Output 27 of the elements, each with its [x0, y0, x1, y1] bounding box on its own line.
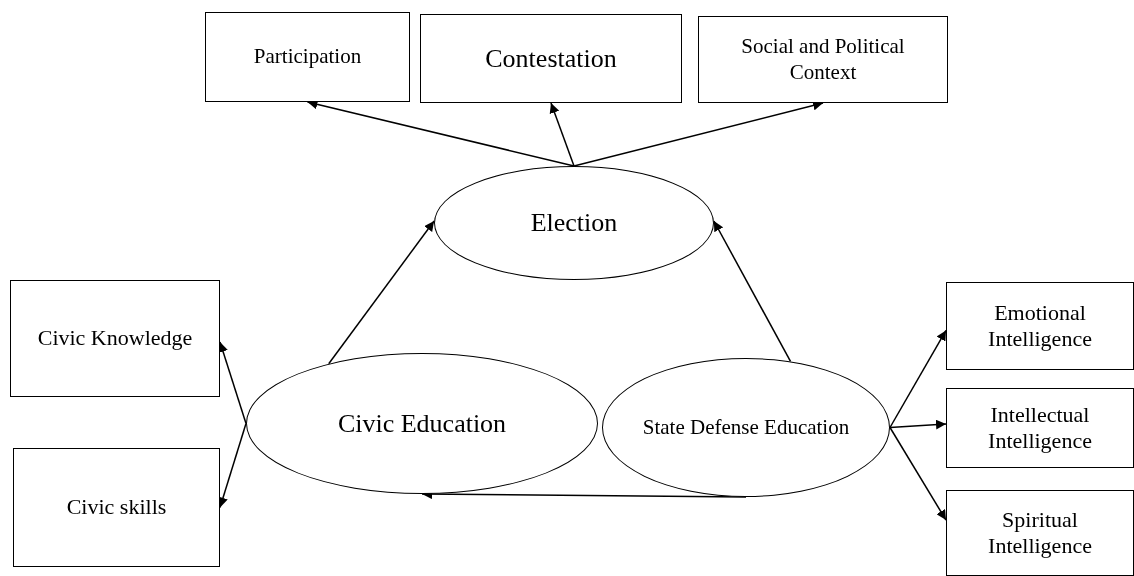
node-label: Civic Education — [337, 407, 507, 440]
node-label: Civic Knowledge — [37, 325, 193, 352]
arrow — [549, 102, 575, 167]
node-label: Emotional Intelligence — [987, 299, 1093, 353]
node-label: Contestation — [485, 42, 617, 75]
box-node — [10, 280, 220, 397]
arrow — [713, 220, 792, 363]
box-node — [946, 388, 1134, 468]
arrow — [218, 422, 247, 509]
box-node — [13, 448, 220, 567]
box-node — [946, 490, 1134, 576]
node-label: Election — [530, 207, 618, 239]
node-label: Participation — [253, 44, 362, 70]
node-label: Spiritual Intelligence — [987, 506, 1093, 560]
box-node — [698, 16, 948, 103]
arrow — [218, 341, 247, 425]
arrow — [889, 419, 947, 430]
node-label: Intellectual Intelligence — [987, 401, 1093, 455]
box-node — [205, 12, 410, 102]
box-node — [946, 282, 1134, 370]
node-label: Social and Political Context — [740, 34, 906, 85]
arrow — [889, 329, 947, 429]
box-node — [420, 14, 682, 103]
arrow — [328, 220, 435, 365]
node-label: State Defense Education — [642, 414, 850, 441]
arrow — [889, 426, 947, 521]
node-label: Civic skills — [66, 494, 167, 521]
